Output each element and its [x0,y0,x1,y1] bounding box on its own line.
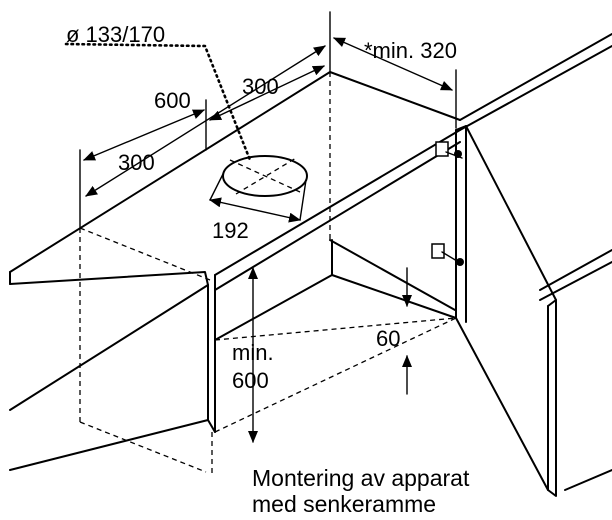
dimension-300-left [83,99,207,161]
caption-line-2: med senkeramme [252,491,436,517]
caption-line-1: Montering av apparat [252,465,470,491]
dimension-300-top [209,65,325,121]
dimension-min-320 [333,37,457,129]
dimension-192 [209,171,307,223]
width-300-left-label: 300 [118,150,155,175]
worktop-outline [9,33,612,411]
open-door [455,125,557,497]
width-300-top-label: 300 [242,74,279,99]
hinge-top [435,141,463,159]
width-600-label: 600 [154,88,191,113]
right-cabinet [539,249,612,491]
dashed-lower-cabinet [79,72,457,475]
duct-opening [222,155,308,197]
depth-192-label: 192 [212,218,249,243]
hinge-bottom [431,243,464,266]
front-panel [9,284,216,471]
height-600-label: 600 [232,368,269,393]
min-label: min. [232,340,274,365]
min-320-label: *min. 320 [364,38,457,63]
diameter-label: ø 133/170 [66,22,165,47]
offset-60-label: 60 [376,326,400,351]
